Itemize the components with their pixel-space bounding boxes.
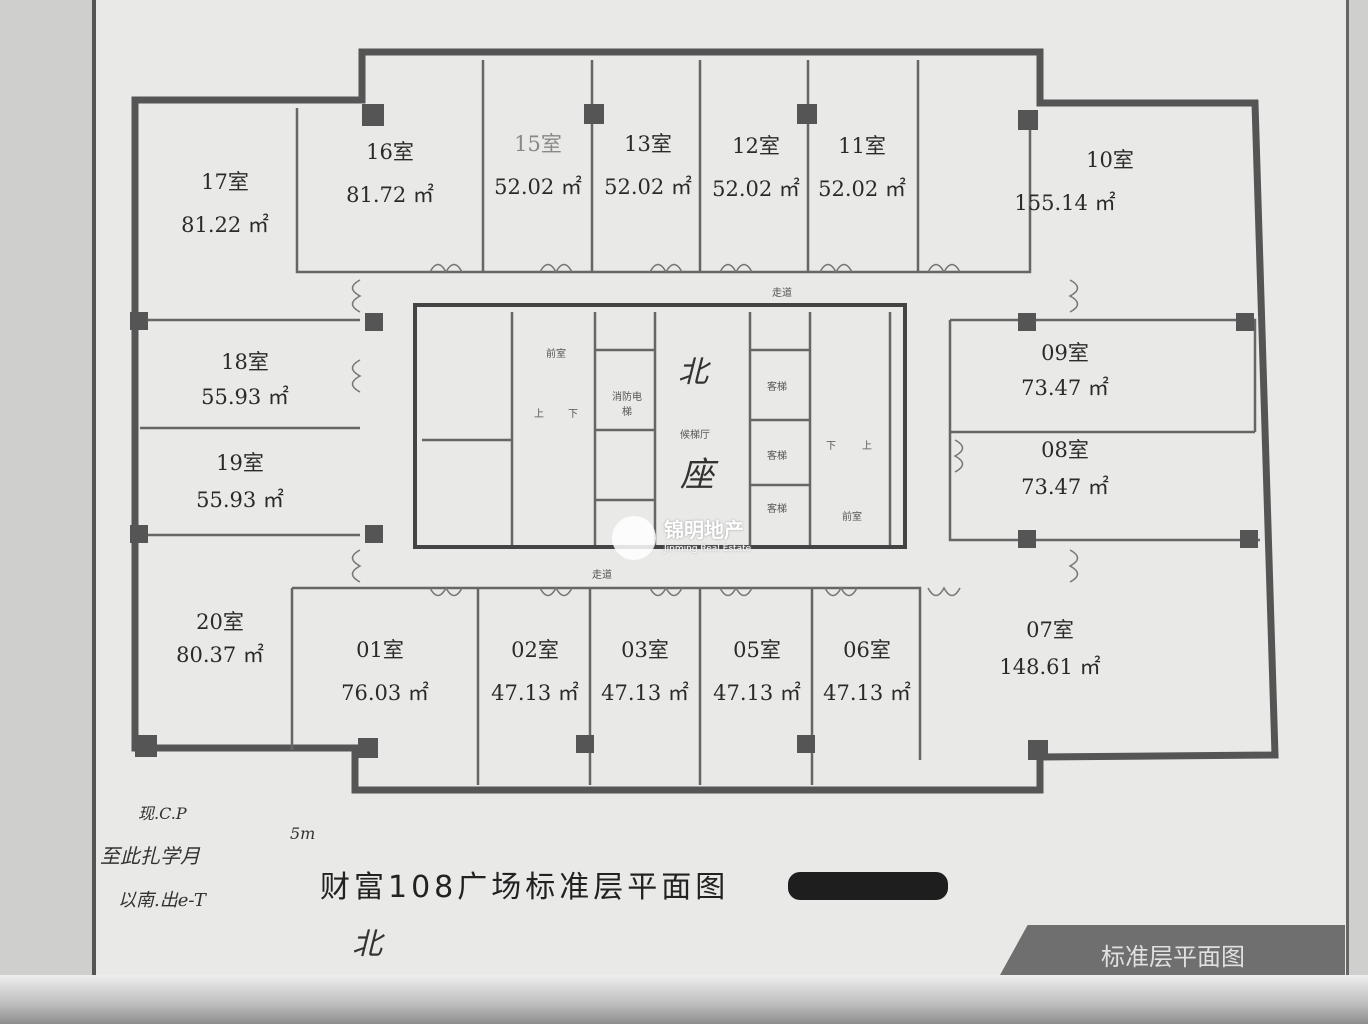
room-name: 13室 — [624, 132, 672, 156]
room-name: 03室 — [621, 638, 669, 662]
watermark-en: Jinming Real Estate — [664, 544, 752, 554]
columns — [130, 104, 1258, 760]
corridor-label-top: 走道 — [772, 288, 792, 299]
room-15: 15室 52.02 ㎡ — [484, 134, 592, 198]
room-area: 52.02 ㎡ — [494, 175, 582, 199]
room-name: 07室 — [1026, 618, 1074, 642]
room-area: 47.13 ㎡ — [601, 681, 689, 705]
room-03: 03室 47.13 ㎡ — [590, 640, 700, 704]
handwritten-note: 5m — [290, 824, 316, 843]
core-walls — [422, 312, 892, 545]
room-07: 07室 148.61 ㎡ — [970, 620, 1130, 678]
handwritten-note: 现.C.P — [138, 804, 187, 823]
room-name: 01室 — [356, 638, 404, 662]
room-16: 16室 81.72 ㎡ — [300, 142, 480, 206]
passenger-elevator-label-3: 客梯 — [767, 504, 787, 515]
stair-down-label: 下 — [568, 409, 578, 420]
room-10: 10室 155.14 ㎡ — [975, 150, 1155, 214]
room-name: 12室 — [732, 134, 780, 158]
door-swings — [351, 263, 1079, 597]
handwritten-note: 北 — [352, 927, 382, 962]
room-area: 80.37 ㎡ — [176, 643, 264, 667]
room-name: 19室 — [216, 451, 264, 475]
stair-up-label-right: 上 — [862, 441, 872, 452]
room-area: 47.13 ㎡ — [713, 681, 801, 705]
handwritten-note: 以南.出e-T — [118, 890, 206, 911]
plan-tag-text: 标准层平面图 — [1101, 943, 1245, 971]
room-name: 20室 — [196, 610, 244, 634]
room-area: 52.02 ㎡ — [712, 177, 800, 201]
room-name: 09室 — [1041, 341, 1089, 365]
room-area: 155.14 ㎡ — [1014, 191, 1116, 215]
room-05: 05室 47.13 ㎡ — [702, 640, 812, 704]
room-08: 08室 73.47 ㎡ — [985, 440, 1145, 498]
redaction-mark — [788, 872, 948, 900]
room-area: 76.03 ㎡ — [341, 681, 429, 705]
room-name: 11室 — [838, 134, 886, 158]
room-area: 55.93 ㎡ — [196, 488, 284, 512]
room-name: 02室 — [511, 638, 559, 662]
room-name: 06室 — [843, 638, 891, 662]
room-name: 17室 — [201, 170, 249, 194]
room-area: 52.02 ㎡ — [604, 175, 692, 199]
corridor-label-bottom: 走道 — [592, 570, 612, 581]
room-area: 73.47 ㎡ — [1021, 376, 1109, 400]
room-name: 18室 — [221, 350, 269, 374]
passenger-elevator-label-1: 客梯 — [767, 382, 787, 393]
room-name: 05室 — [733, 638, 781, 662]
sheet-edge — [0, 975, 1368, 1024]
plan-title: 财富108广场标准层平面图 — [320, 870, 730, 905]
plan-tag: 标准层平面图 — [1000, 925, 1345, 975]
handwritten-block: 座 — [680, 455, 714, 495]
room-01: 01室 76.03 ㎡ — [300, 640, 470, 704]
elevator-lobby-label: 候梯厅 — [680, 430, 710, 441]
room-18: 18室 55.93 ㎡ — [170, 352, 320, 408]
room-name: 10室 — [1086, 148, 1134, 172]
room-name: 15室 — [514, 132, 562, 156]
room-09: 09室 73.47 ㎡ — [985, 343, 1145, 399]
anteroom-right-label: 前室 — [842, 512, 862, 523]
room-name: 16室 — [366, 140, 414, 164]
stair-up-label: 上 — [534, 409, 544, 420]
room-area: 47.13 ㎡ — [491, 681, 579, 705]
handwritten-north: 北 — [678, 355, 708, 390]
passenger-elevator-label-2: 客梯 — [767, 451, 787, 462]
room-area: 52.02 ㎡ — [818, 177, 906, 201]
room-13: 13室 52.02 ㎡ — [594, 134, 702, 198]
fire-elevator-label: 消防电梯 — [612, 392, 642, 418]
room-20: 20室 80.37 ㎡ — [145, 612, 295, 666]
room-12: 12室 52.02 ㎡ — [702, 136, 810, 200]
core-outline — [413, 303, 907, 549]
interior-walls — [140, 60, 1260, 785]
room-11: 11室 52.02 ㎡ — [808, 136, 916, 200]
room-19: 19室 55.93 ㎡ — [165, 453, 315, 511]
anteroom-left-label: 前室 — [546, 349, 566, 360]
watermark-logo-icon — [612, 516, 656, 560]
room-area: 55.93 ㎡ — [201, 385, 289, 409]
handwritten-note: 至此扎学月 — [100, 844, 200, 868]
watermark-cn: 锦明地产 — [664, 518, 744, 542]
room-area: 73.47 ㎡ — [1021, 475, 1109, 499]
stair-down-label-right: 下 — [826, 441, 836, 452]
room-area: 148.61 ㎡ — [999, 655, 1101, 679]
room-06: 06室 47.13 ㎡ — [812, 640, 922, 704]
outer-wall — [131, 48, 1279, 794]
room-area: 81.72 ㎡ — [346, 183, 434, 207]
room-17: 17室 81.22 ㎡ — [150, 172, 300, 236]
room-name: 08室 — [1041, 438, 1089, 462]
room-area: 47.13 ㎡ — [823, 681, 911, 705]
floor-plan-sheet — [92, 0, 1349, 979]
room-02: 02室 47.13 ㎡ — [480, 640, 590, 704]
room-area: 81.22 ㎡ — [181, 213, 269, 237]
